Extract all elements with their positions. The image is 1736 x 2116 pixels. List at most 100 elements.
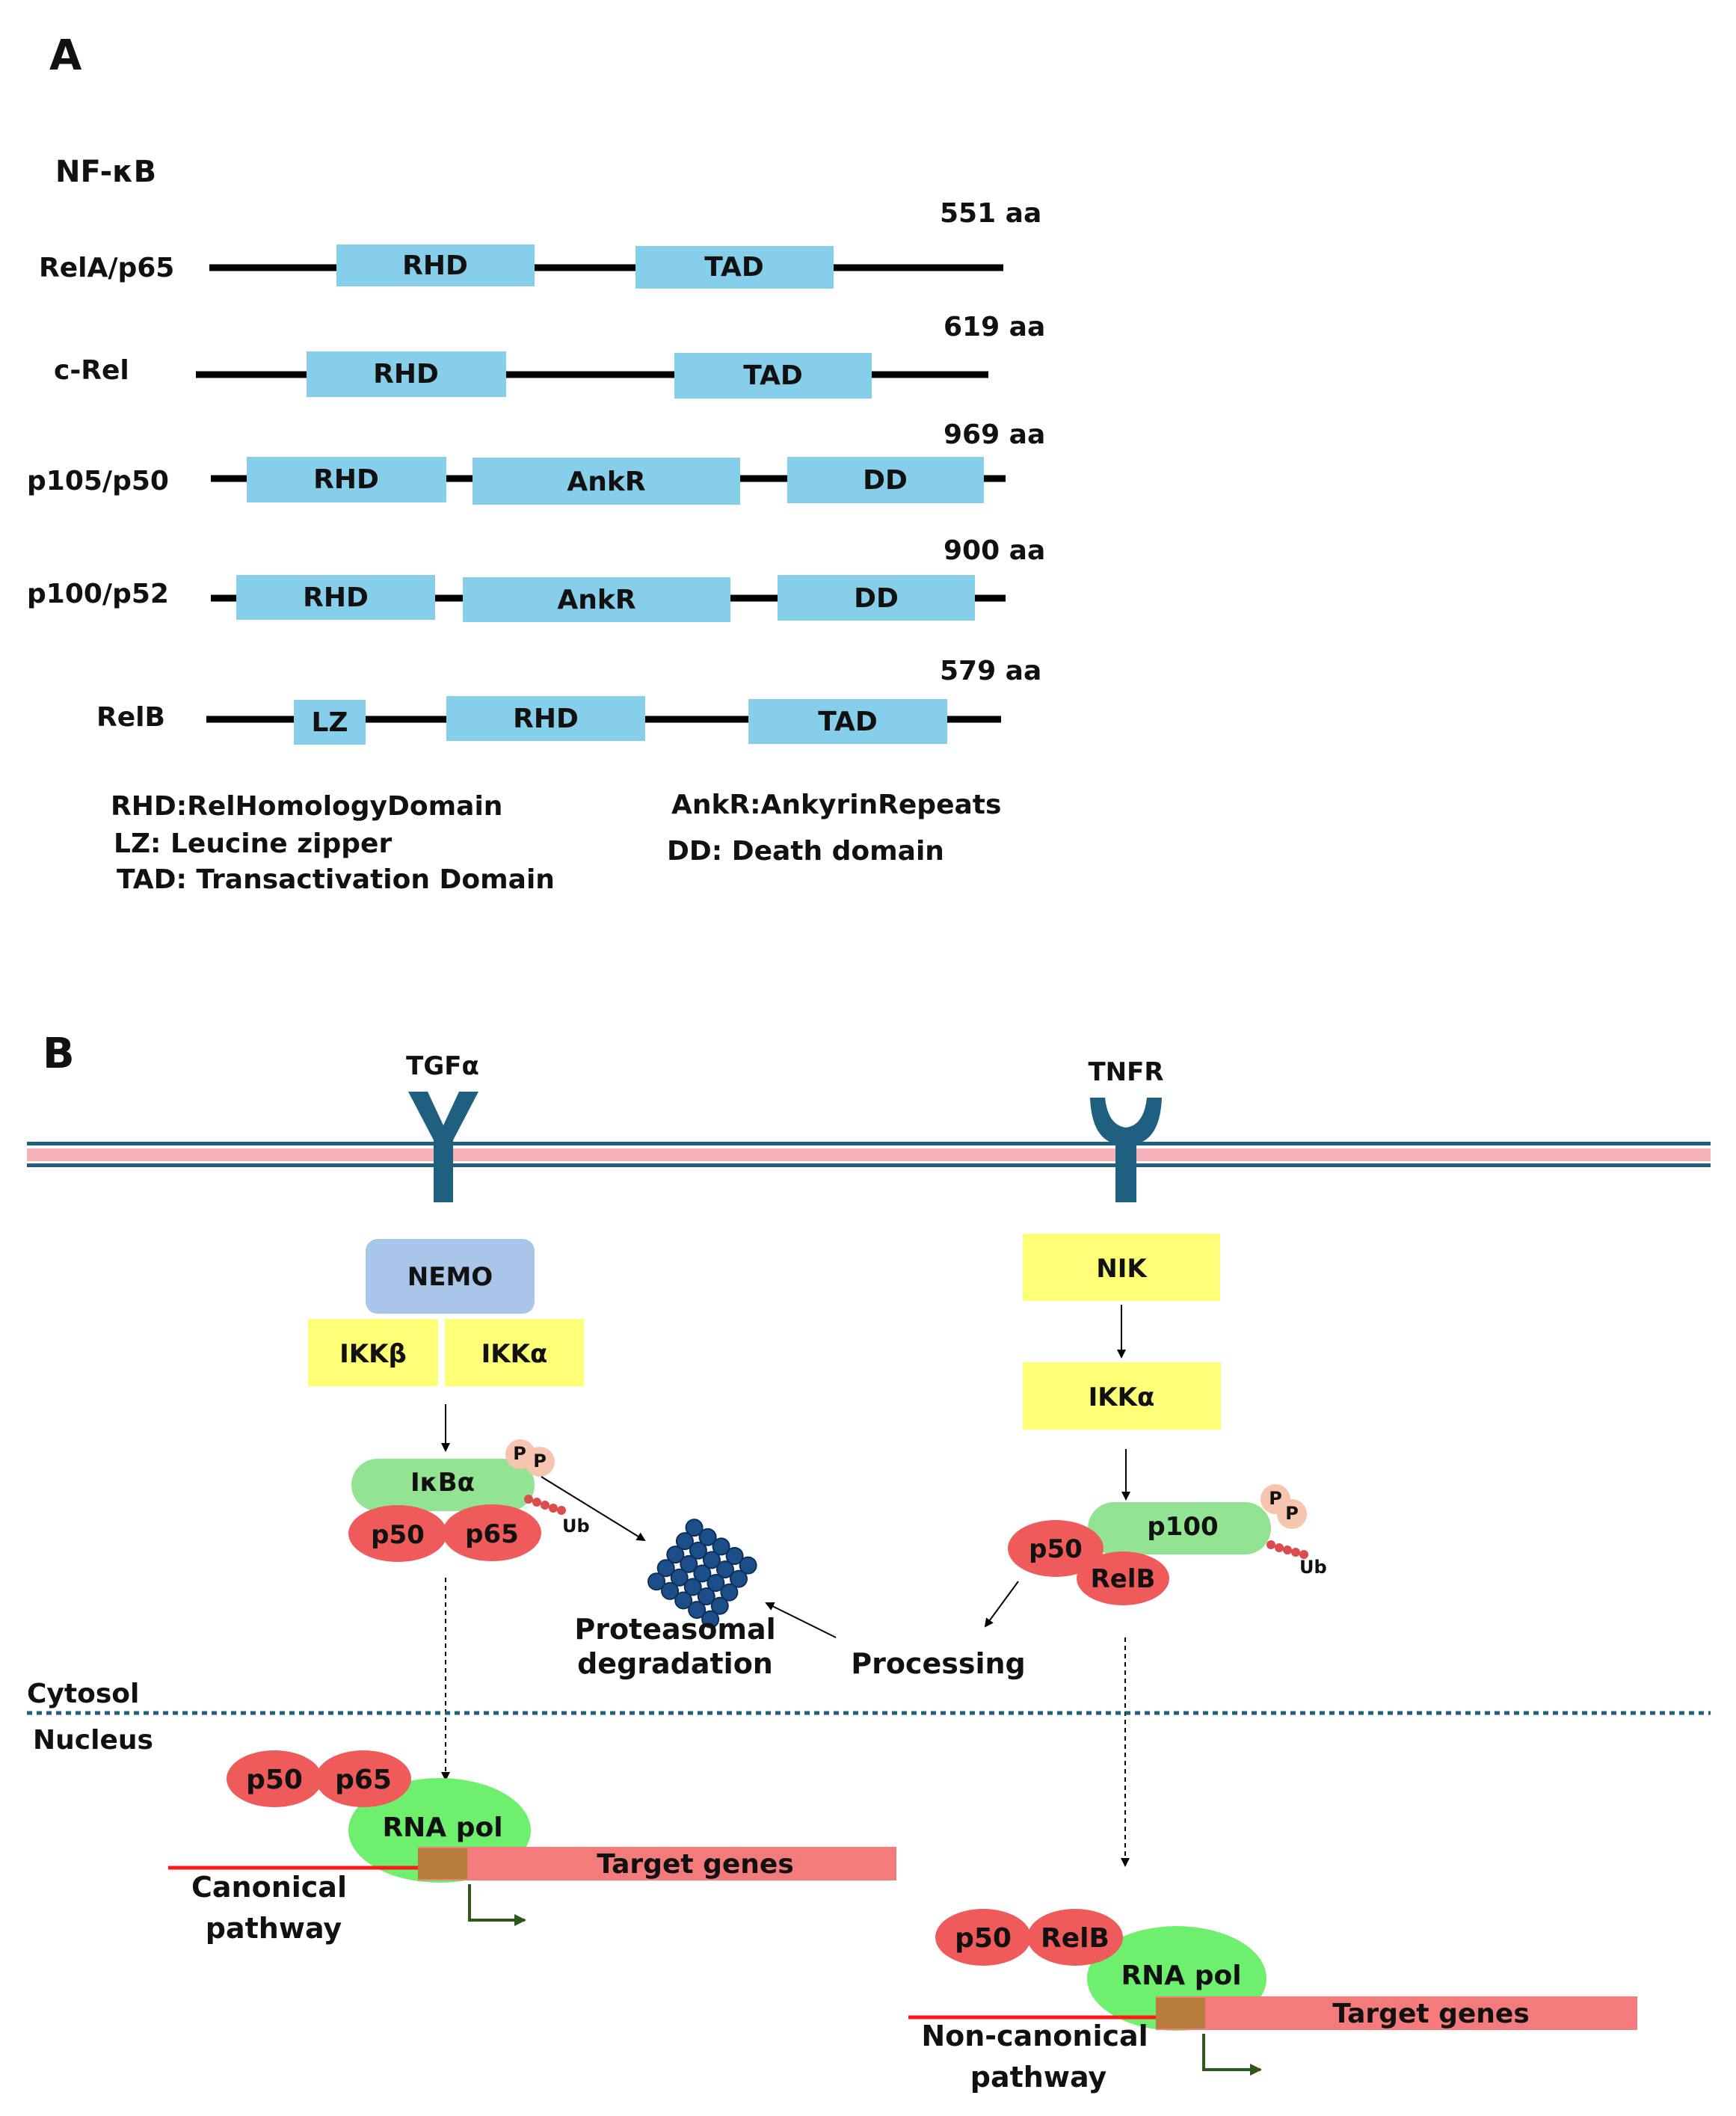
noncanonical-line2: pathway [970,2061,1107,2094]
panel-a: A NF-κB RelA/p65 551 aa RHD TAD c-Rel 61… [27,31,1045,895]
domain-label: RHD [313,464,379,495]
canonical-line2: pathway [206,1912,342,1945]
cell-membrane [27,1142,1711,1167]
membrane-gap [27,1145,1711,1148]
phospho-label: P [1269,1488,1282,1509]
relb-nuc-ellipse [1027,1909,1123,1966]
panel-a-title: NF-κB [55,155,156,189]
promoter-box [418,1848,467,1879]
p50-label: p50 [371,1520,425,1550]
membrane-gap [27,1161,1711,1163]
ikka-right-box [1023,1362,1221,1430]
domain-label: DD [863,465,908,496]
ikka-box [445,1319,584,1386]
arrow-to-processing [984,1581,1019,1628]
tnfr-label: TNFR [1088,1057,1163,1087]
proteasomal-line2: degradation [577,1647,773,1680]
domain-label: TAD [818,707,878,737]
phospho-icon [1277,1499,1307,1529]
domain-box [307,351,506,397]
canonical-upstream: NEMO IKKβ IKKα [308,1239,584,1452]
domain-box [463,577,730,622]
protein-name: p105/p50 [27,466,169,496]
domain-box [236,575,435,620]
ikba-label: IκBα [410,1468,475,1498]
domain-box [446,696,645,741]
p65-ellipse [443,1504,541,1561]
legend-rhd: RHD:RelHomologyDomain [111,791,502,822]
relb-label: RelB [1091,1564,1156,1594]
domain-box [674,353,872,399]
transcription-start-arrow [468,1884,526,1926]
legend-dd: DD: Death domain [667,836,944,867]
p100-shape [1088,1502,1271,1554]
panel-b-letter: B [43,1030,75,1078]
nik-label: NIK [1096,1254,1148,1284]
noncanonical-line1: Non-canonical [921,2020,1148,2052]
ub-label: Ub [562,1516,590,1537]
ikkb-label: IKKβ [339,1339,407,1369]
target-genes-right-bar [1156,1996,1637,2030]
p100-complex: p100 p50 RelB P P Ub [984,1484,1327,1867]
p50-nuc-right-label: p50 [955,1923,1012,1954]
domain-label: LZ [311,707,348,738]
tgf-label: TGFα [406,1051,479,1081]
canonical-line1: Canonical [191,1871,347,1904]
promoter-right-box [1156,1998,1205,2029]
arrow-processing-to-proteasome [765,1602,837,1638]
ikba-shape [351,1459,535,1511]
p65-label: p65 [465,1519,519,1549]
domain-box [294,700,366,745]
tgf-receptor: TGFα [406,1051,479,1202]
phospho-label: P [1285,1503,1299,1524]
protein-rela: RelA/p65 551 aa RHD TAD [39,198,1041,289]
membrane-inner [27,1148,1711,1161]
domain-label: AnkR [557,585,635,615]
protein-length: 579 aa [940,656,1041,686]
relb-ellipse [1077,1551,1169,1605]
target-genes-right-label: Target genes [1332,1999,1530,2029]
domain-legend: RHD:RelHomologyDomain LZ: Leucine zipper… [111,790,1001,895]
protein-name: RelA/p65 [39,253,174,283]
domain-box [473,458,740,505]
protein-relb: RelB 579 aa LZ RHD TAD [96,656,1041,745]
domain-box [635,246,834,289]
target-genes-bar [418,1847,896,1880]
domain-label: TAD [743,360,803,391]
domain-box [247,457,446,502]
proteasome-icon [647,1519,757,1628]
legend-tad: TAD: Transactivation Domain [117,864,555,895]
protein-p100: p100/p52 900 aa RHD AnkR DD [27,535,1045,622]
p100-label: p100 [1147,1512,1218,1542]
p50-right-ellipse [1008,1520,1104,1577]
domain-label: RHD [303,582,369,613]
ikka-right-label: IKKα [1089,1383,1155,1412]
domain-box [748,699,947,744]
domain-box [778,575,975,621]
panel-a-letter: A [49,31,82,80]
nucleus-label: Nucleus [33,1725,153,1756]
noncanonical-upstream: NIK IKKα [1023,1234,1221,1501]
domain-box [336,244,535,286]
noncanonical-transcription: RNA pol p50 RelB Target genes Non-canoni… [908,1909,1637,2094]
rna-pol-label: RNA pol [382,1812,502,1843]
arrow-to-proteasome [541,1476,646,1542]
rna-pol-right-label: RNA pol [1121,1960,1241,1991]
domain-label: RHD [373,359,439,390]
legend-ankr: AnkR:AnkyrinRepeats [671,790,1001,820]
cup-receptor-icon [1090,1098,1162,1202]
domain-label: RHD [402,250,468,281]
canonical-transcription: RNA pol p50 p65 Target genes Canonical p… [168,1750,896,1945]
y-receptor-icon [408,1092,478,1202]
ub-right-label: Ub [1299,1557,1327,1578]
ubiquitin-chain-icon [1266,1540,1308,1559]
legend-lz: LZ: Leucine zipper [114,828,392,859]
p50-right-label: p50 [1029,1534,1083,1564]
cytosol-label: Cytosol [27,1679,139,1709]
panel-b: B TGFα TNFR NEMO IKKβ IKKα [27,1030,1711,2094]
nemo-box [366,1239,535,1314]
tnfr-receptor: TNFR [1088,1057,1164,1202]
domain-label: AnkR [567,467,645,497]
relb-nuc-label: RelB [1041,1923,1109,1954]
